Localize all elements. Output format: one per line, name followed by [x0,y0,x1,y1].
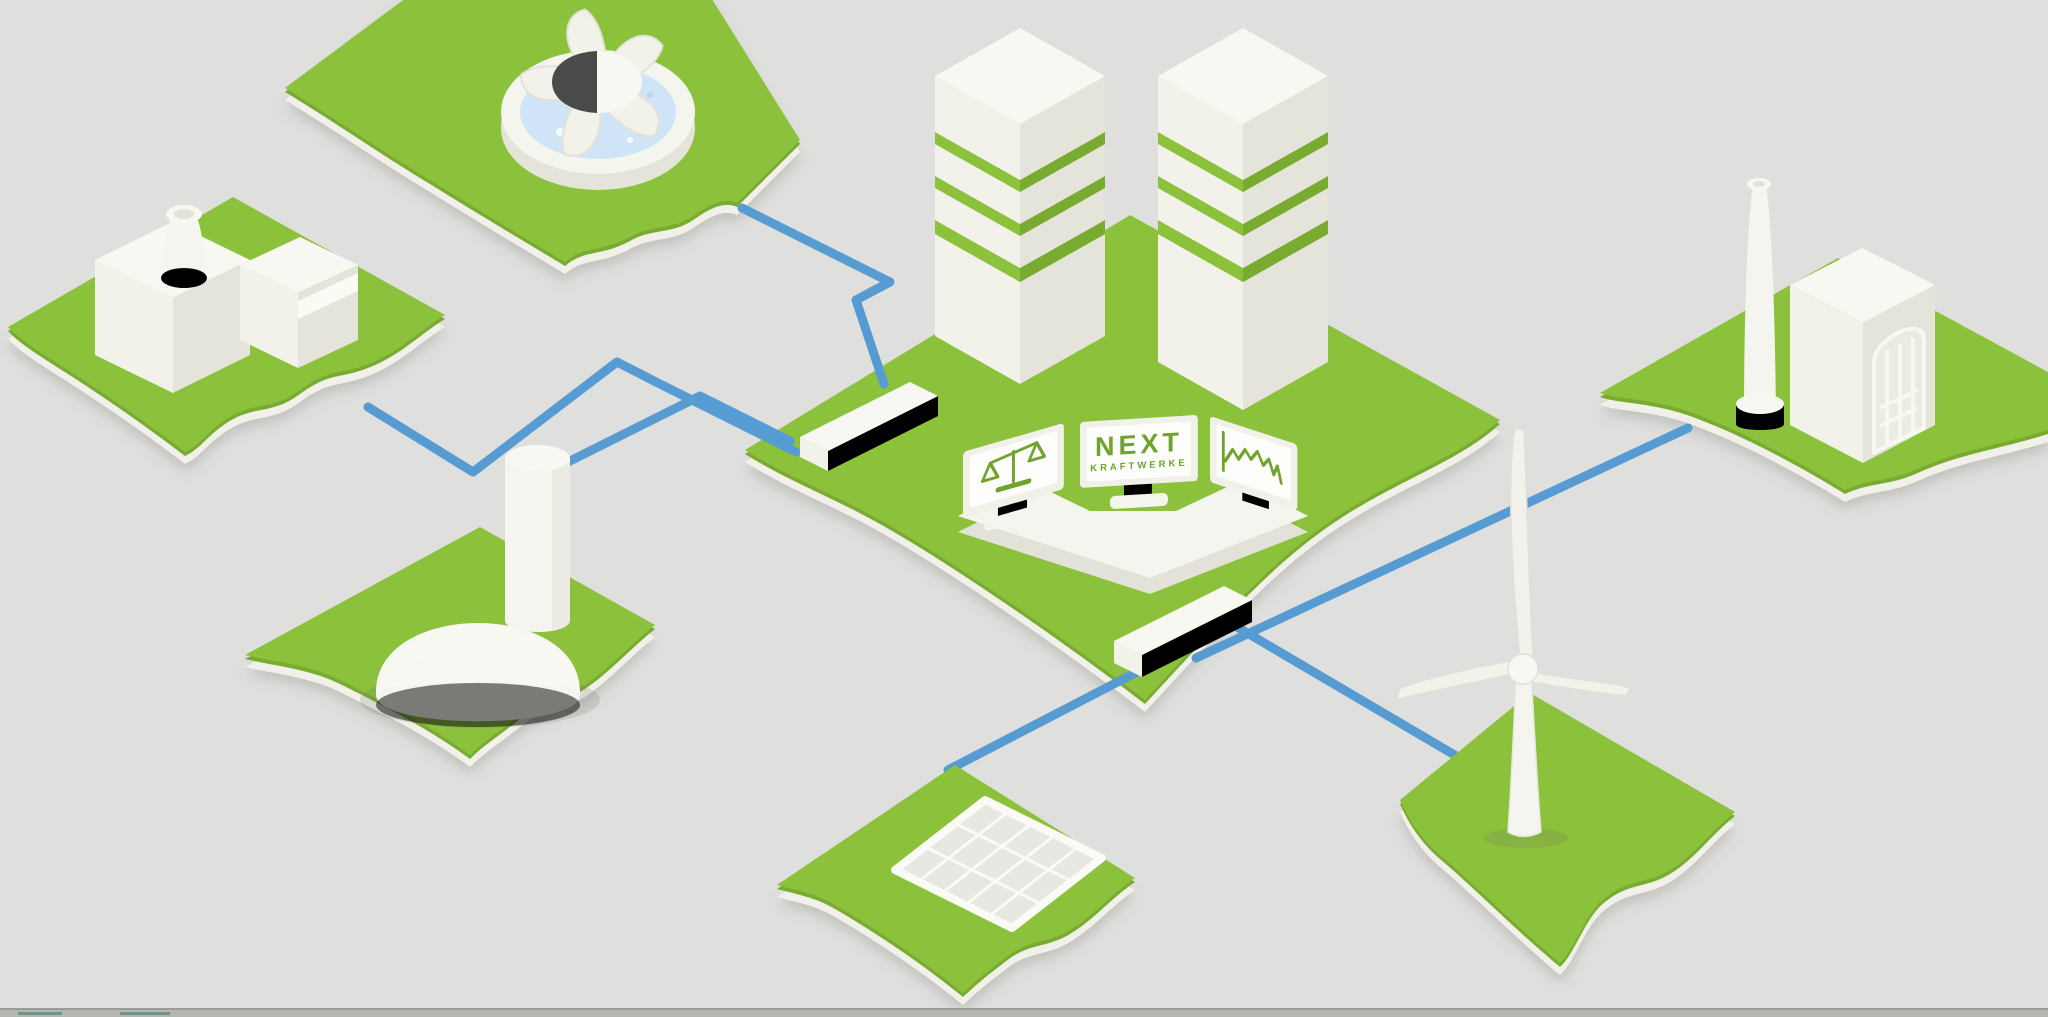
solar-tile [777,765,1135,1005]
logo-text-main: NEXT [1095,427,1183,462]
right-monitor [1210,417,1298,525]
biogas-connection-line [547,391,795,475]
chp-connection-line [1191,423,1693,663]
left-monitor [963,423,1064,531]
biogas-silo-cylinder [505,445,570,632]
line-chart-icon [1221,430,1283,485]
industrial-chimney [1736,178,1784,430]
biogas-dome [376,623,580,727]
lower-connector-bar [1114,586,1252,677]
hydro-connection-line [737,203,895,389]
chimney-building-icon [1736,178,1935,463]
factory-tile [8,197,445,464]
balance-scales-icon [980,441,1046,493]
wind-connection-line [1227,619,1463,762]
left-tower [935,28,1105,384]
right-tower [1158,28,1328,410]
wind-tile [1394,427,1735,975]
grid-connections [363,203,1693,775]
hydropower-tile [285,0,800,274]
center-monitor: NEXT KRAFTWERKE [1080,415,1198,509]
turbine-blade-up [1509,427,1534,661]
bottom-window-edge [0,1008,2048,1017]
annex-roof-stripe [298,273,358,319]
turbine-tower [1507,671,1542,838]
turbine-blade-right [1531,671,1632,697]
status-mark [18,1012,62,1015]
solar-panel-icon [891,796,1106,932]
industrial-chp-tile [1600,178,2048,502]
arched-facade [1872,326,1926,456]
control-center-towers [935,28,1328,410]
status-mark [120,1012,170,1015]
dome-tank-icon [360,445,600,728]
control-desk [958,481,1308,594]
water-turbine-icon [501,8,695,190]
upper-connector-bar [800,382,938,471]
wind-turbine-icon [1394,427,1632,848]
turbine-blade-left [1394,660,1513,702]
factory-building-icon [95,205,358,393]
factory-chimney [161,205,207,288]
solar-connection-line [943,655,1165,775]
factory-connection-line [363,357,801,477]
turbine-hub [1507,653,1539,685]
